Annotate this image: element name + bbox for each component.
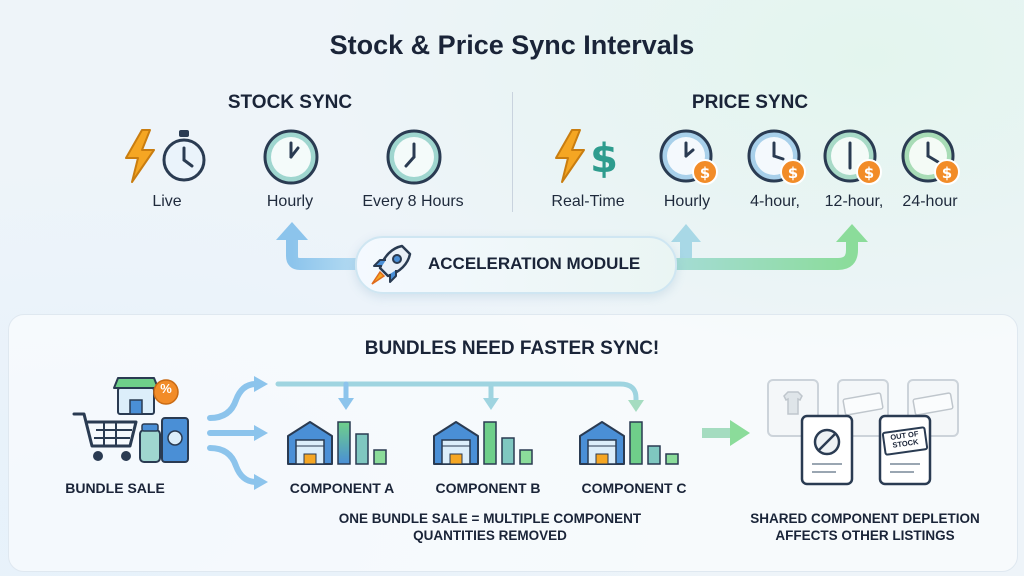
bundle-note: ONE BUNDLE SALE = MULTIPLE COMPONENT QUA… xyxy=(300,510,680,544)
warehouse-icon xyxy=(284,416,396,468)
price-sync-heading: PRICE SYNC xyxy=(691,92,809,113)
clock-dollar-icon: $ xyxy=(746,128,808,188)
clock-dollar-icon: $ xyxy=(822,128,884,188)
clock-icon xyxy=(262,128,320,186)
clock-dollar-icon: $ xyxy=(658,128,720,188)
stock-level-bars xyxy=(628,420,688,466)
stock-level-bars xyxy=(482,420,542,466)
clock-dollar-icon: $ xyxy=(900,128,962,188)
warehouse-icon xyxy=(430,416,482,468)
bundle-note-line2: QUANTITIES REMOVED xyxy=(413,528,567,543)
stock-label-live: Live xyxy=(152,193,182,210)
svg-text:$: $ xyxy=(864,164,874,182)
svg-text:$: $ xyxy=(700,164,710,182)
effect-note-line1: SHARED COMPONENT DEPLETION xyxy=(750,511,980,526)
lightning-dollar-icon: $ xyxy=(552,128,622,184)
clock-icon xyxy=(385,128,443,186)
effect-note: SHARED COMPONENT DEPLETION AFFECTS OTHER… xyxy=(730,510,1000,544)
effect-note-line2: AFFECTS OTHER LISTINGS xyxy=(775,528,955,543)
stock-sync-heading: STOCK SYNC xyxy=(227,92,353,113)
svg-text:$: $ xyxy=(788,164,798,182)
page-title: Stock & Price Sync Intervals xyxy=(329,30,695,60)
component-b-label: COMPONENT B xyxy=(435,480,541,496)
discount-badge: % xyxy=(160,381,172,396)
bundles-heading: BUNDLES NEED FASTER SYNC! xyxy=(364,338,660,359)
stock-label-8h: Every 8 Hours xyxy=(362,193,464,210)
bundle-cart-icon xyxy=(70,374,200,470)
price-label-24h: 24-hour xyxy=(902,193,958,210)
bundle-sale-label: BUNDLE SALE xyxy=(65,480,165,496)
price-label-realtime: Real-Time xyxy=(551,193,625,210)
component-a-label: COMPONENT A xyxy=(289,480,395,496)
warehouse-icon xyxy=(576,416,628,468)
section-divider xyxy=(512,92,513,212)
component-c-label: COMPONENT C xyxy=(581,480,687,496)
rocket-icon xyxy=(368,240,416,288)
price-label-hourly: Hourly xyxy=(663,193,711,210)
price-label-4h: 4-hour, xyxy=(750,193,800,210)
acceleration-module xyxy=(355,236,677,294)
svg-text:$: $ xyxy=(590,136,618,182)
price-label-12h: 12-hour, xyxy=(824,193,884,210)
acceleration-module-label: ACCELERATION MODULE xyxy=(428,254,641,273)
bundle-note-line1: ONE BUNDLE SALE = MULTIPLE COMPONENT xyxy=(338,511,642,526)
svg-text:$: $ xyxy=(942,164,952,182)
stock-level-bars xyxy=(336,420,396,466)
affected-listings xyxy=(766,376,966,488)
lightning-stopwatch-icon xyxy=(120,126,212,186)
stock-label-hourly: Hourly xyxy=(266,193,314,210)
